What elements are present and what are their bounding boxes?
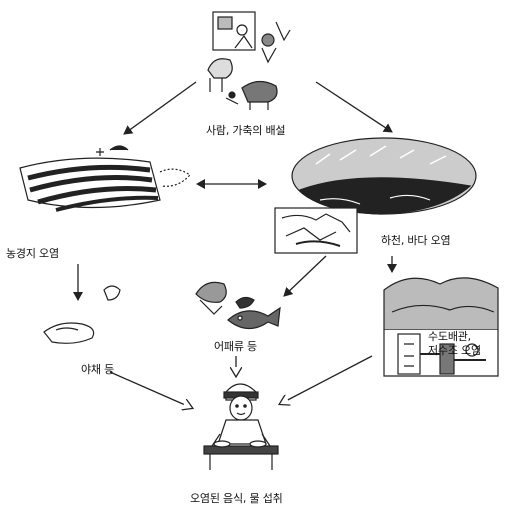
label-water-pipes-line2: 저수조 오염 — [428, 344, 481, 358]
label-source: 사람, 가축의 배설 — [206, 122, 285, 138]
arrow-source-to-river — [316, 82, 392, 132]
label-farmland: 농경지 오염 — [6, 245, 59, 261]
label-water-pipes-line1: 수도배관, — [428, 330, 481, 344]
water-pipes-illustration — [384, 278, 498, 376]
label-water-pipes: 수도배관, 저수조 오염 — [428, 330, 481, 358]
arrow-source-to-farmland — [124, 82, 196, 134]
label-result: 오염된 음식, 물 섭취 — [190, 490, 283, 506]
label-vegetables: 야채 등 — [81, 361, 114, 377]
label-river-sea: 하천, 바다 오염 — [381, 232, 450, 248]
arrow-river-to-fish — [284, 256, 326, 296]
farmland-illustration — [20, 146, 190, 210]
fish-shellfish-illustration — [196, 282, 280, 328]
arrow-vegetables-to-result — [110, 372, 192, 408]
arrow-pipes-to-result — [280, 356, 372, 404]
vegetables-illustration — [44, 286, 120, 343]
person-eating-illustration — [204, 384, 278, 470]
label-fish: 어패류 등 — [214, 338, 257, 354]
people-livestock-illustration — [208, 12, 290, 110]
